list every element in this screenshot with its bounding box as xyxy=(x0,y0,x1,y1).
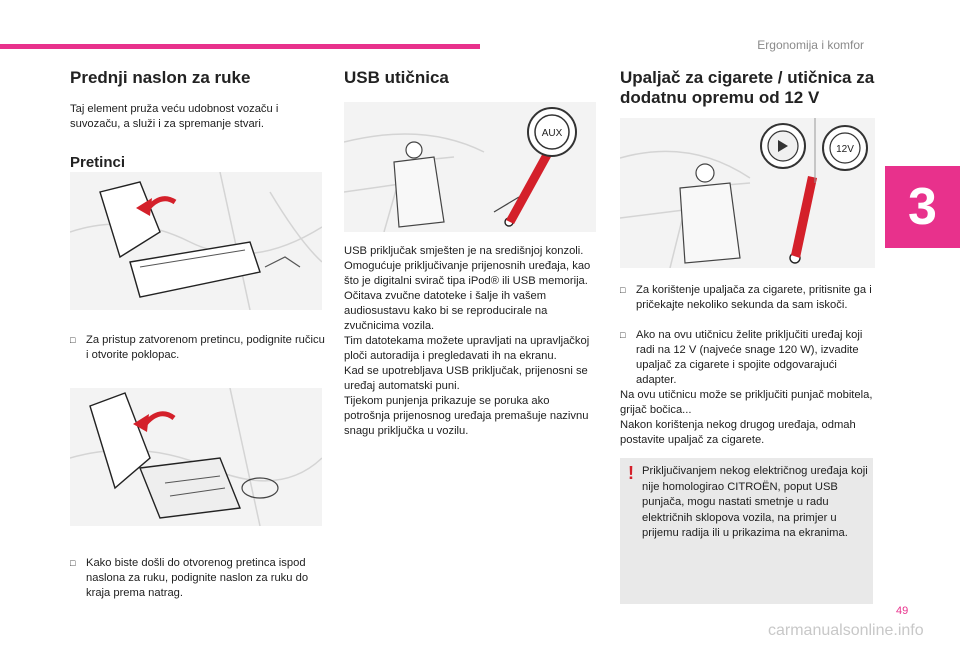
warning-icon: ! xyxy=(628,463,634,483)
usb-section: USB utičnica xyxy=(344,68,602,88)
lighter-title: Upaljač za cigarete / utičnica za dodatn… xyxy=(620,68,875,107)
storage-subtitle: Pretinci xyxy=(70,153,126,171)
lighter-socket-illustration: 12V xyxy=(620,118,875,268)
warning-box: ! Priključivanjem nekog električnog uređ… xyxy=(620,458,873,604)
bullet-icon: □ xyxy=(70,558,76,568)
warning-text: Priključivanjem nekog električnog uređaj… xyxy=(642,465,868,539)
armrest-step-2: □ Kako biste došli do otvorenog pretinca… xyxy=(70,557,309,599)
chapter-tab: 3 xyxy=(885,166,960,248)
armrest-raised-illustration xyxy=(70,388,322,526)
armrest-open-illustration xyxy=(70,172,322,310)
armrest-section: Prednji naslon za ruke Taj element pruža… xyxy=(70,68,328,171)
usb-title: USB utičnica xyxy=(344,68,449,87)
lighter-bullet-2: □ Ako na ovu utičnicu želite priključiti… xyxy=(620,329,863,386)
header-accent-bar xyxy=(0,44,480,49)
lighter-bullet-1: □ Za korištenje upaljača za cigarete, pr… xyxy=(620,284,872,311)
bullet-icon: □ xyxy=(70,335,76,345)
armrest-title: Prednji naslon za ruke xyxy=(70,68,251,87)
section-title: Ergonomija i komfor xyxy=(757,38,864,52)
lighter-description: Na ovu utičnicu može se priključiti punj… xyxy=(620,389,873,446)
bullet-icon: □ xyxy=(620,330,626,340)
lighter-section: Upaljač za cigarete / utičnica za dodatn… xyxy=(620,68,875,107)
usb-description: USB priključak smješten je na središnjoj… xyxy=(344,245,591,437)
bullet-icon: □ xyxy=(620,285,626,295)
watermark: carmanualsonline.info xyxy=(768,622,924,639)
12v-label: 12V xyxy=(836,144,854,155)
usb-socket-illustration: AUX xyxy=(344,102,596,232)
armrest-intro: Taj element pruža veću udobnost vozaču i… xyxy=(70,102,279,130)
armrest-step-1: □ Za pristup zatvorenom pretincu, podign… xyxy=(70,334,325,361)
aux-label: AUX xyxy=(542,128,563,139)
page-number: 49 xyxy=(896,605,909,617)
